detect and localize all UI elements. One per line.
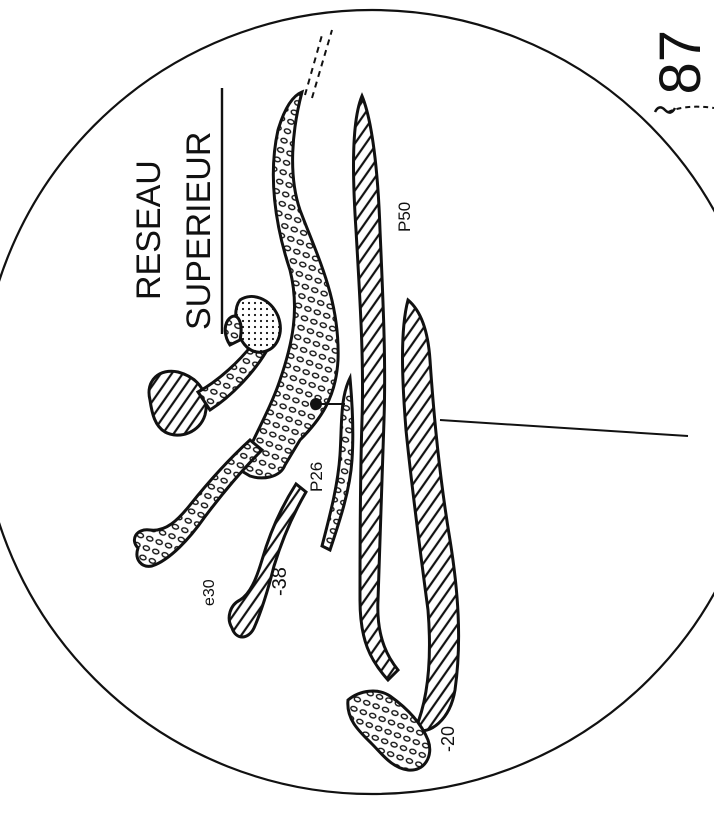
label-p50: P50 (395, 202, 414, 232)
page-number: 87 (648, 30, 713, 95)
lower-tube (403, 300, 459, 731)
label-m20: -20 (438, 726, 458, 752)
pointer-line (440, 420, 688, 436)
label-p26: P26 (307, 462, 326, 492)
bottom-cluster (348, 691, 430, 770)
pin-head (310, 398, 322, 410)
title-group: RESEAU SUPERIEUR (130, 88, 222, 334)
upper-tube (240, 92, 338, 478)
central-tube (354, 96, 398, 680)
dashed-continuation (305, 30, 332, 98)
arm-e30 (134, 440, 262, 566)
left-branch-b (225, 316, 241, 345)
left-branch-a (198, 345, 266, 410)
stippled-lobe (236, 297, 281, 353)
label-e30: e30 (201, 579, 218, 606)
title-line2: SUPERIEUR (180, 132, 218, 330)
arm-38 (229, 484, 306, 637)
title-line1: RESEAU (130, 160, 168, 300)
page-number-group: 87 (648, 30, 714, 113)
label-m38: -38 (269, 567, 291, 596)
left-bulb (149, 371, 206, 435)
